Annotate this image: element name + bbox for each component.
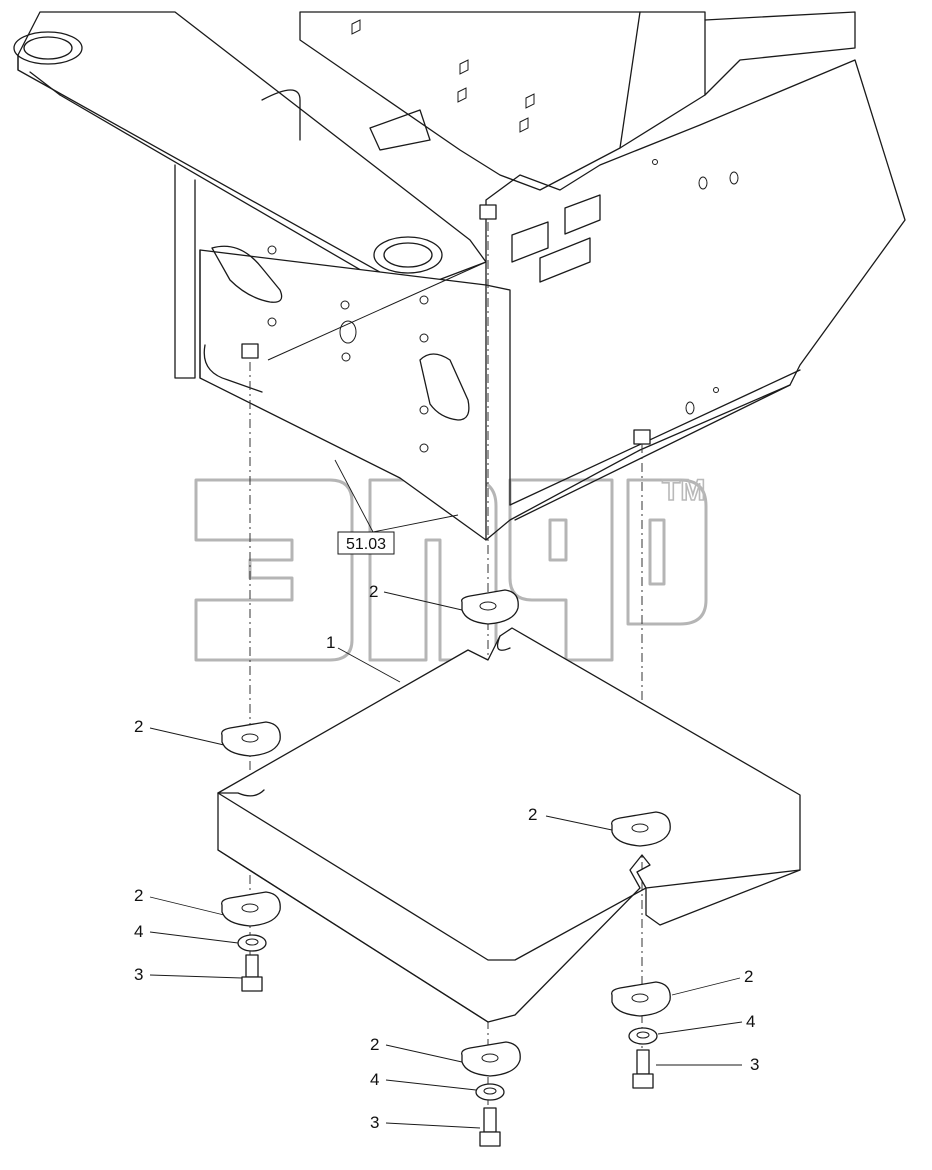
spacer-plate — [461, 1041, 521, 1077]
callout-2: 2 — [528, 805, 537, 824]
bolt — [632, 1049, 654, 1089]
washer — [237, 934, 267, 952]
callout-3: 3 — [370, 1113, 379, 1132]
counterweight-block — [217, 627, 801, 1023]
spacer-plate — [221, 891, 281, 927]
callout-labels: 1 2 2 2 2 2 2 4 3 4 3 4 3 — [134, 582, 759, 1132]
spacer-plate — [221, 721, 281, 757]
callout-3: 3 — [134, 965, 143, 984]
reference-label: 51.03 — [334, 459, 459, 555]
washers — [237, 934, 658, 1101]
callout-2: 2 — [134, 717, 143, 736]
spacer-plate — [611, 981, 671, 1017]
callout-1: 1 — [326, 633, 335, 652]
bolt — [479, 1107, 501, 1147]
mount-ring — [373, 236, 443, 274]
callout-4: 4 — [746, 1012, 755, 1031]
callout-4: 4 — [370, 1070, 379, 1089]
spacer-plate — [461, 589, 519, 625]
callout-2: 2 — [744, 967, 753, 986]
spacer-plates — [221, 589, 671, 1077]
trademark-mark: TM — [662, 474, 705, 507]
washer — [628, 1027, 658, 1045]
callout-2: 2 — [370, 1035, 379, 1054]
spacer-plate — [611, 811, 671, 847]
bolt — [241, 954, 263, 992]
callout-2: 2 — [369, 582, 378, 601]
washer — [475, 1083, 505, 1101]
machine-frame — [13, 11, 906, 541]
bolts — [241, 954, 654, 1147]
reference-label-text: 51.03 — [346, 536, 386, 553]
mount-ring — [13, 31, 83, 65]
callout-leaders — [149, 591, 743, 1129]
callout-2: 2 — [134, 886, 143, 905]
callout-3: 3 — [750, 1055, 759, 1074]
callout-4: 4 — [134, 922, 143, 941]
